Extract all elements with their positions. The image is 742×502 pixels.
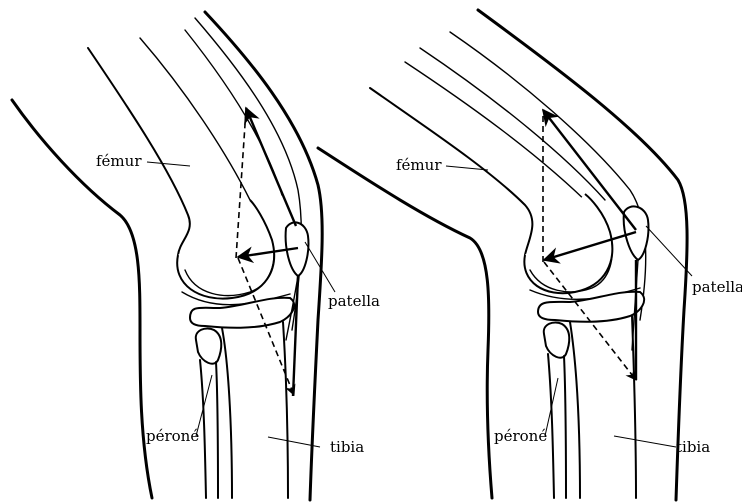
label-tibia: tibia xyxy=(330,438,364,456)
tibia-shaft-back xyxy=(222,328,232,498)
quadriceps-line-2-right xyxy=(420,48,605,200)
femur-leader xyxy=(147,162,190,166)
tibia-shaft-back-right xyxy=(570,322,580,498)
knee-right-panel: fémur patella péroné tibia xyxy=(318,10,742,500)
patella-leader-right xyxy=(646,226,692,276)
label-femur-right: fémur xyxy=(396,156,442,174)
fibula-shaft-right xyxy=(216,362,218,498)
label-patella-right: patella xyxy=(692,278,742,296)
label-perone: péroné xyxy=(146,427,199,445)
fibula-head-right xyxy=(544,322,569,357)
label-tibia-right: tibia xyxy=(676,438,710,456)
quadriceps-line-3-right xyxy=(405,62,595,210)
fibula-shaft-left-right xyxy=(548,354,554,498)
tibia-plateau-right xyxy=(538,292,644,322)
quadriceps-line-3 xyxy=(140,38,250,200)
fibula-shaft-left xyxy=(200,360,206,498)
femur-condyle xyxy=(177,200,274,299)
fibula-head xyxy=(196,328,221,363)
label-femur: fémur xyxy=(96,152,142,170)
tibia-leader-right xyxy=(614,436,676,447)
fibula-shaft-right-right xyxy=(564,356,566,498)
label-patella: patella xyxy=(328,292,380,310)
knee-left-panel: fémur patella péroné tibia xyxy=(12,12,380,500)
tibia-shaft-front xyxy=(283,322,288,498)
label-perone-right: péroné xyxy=(494,427,547,445)
